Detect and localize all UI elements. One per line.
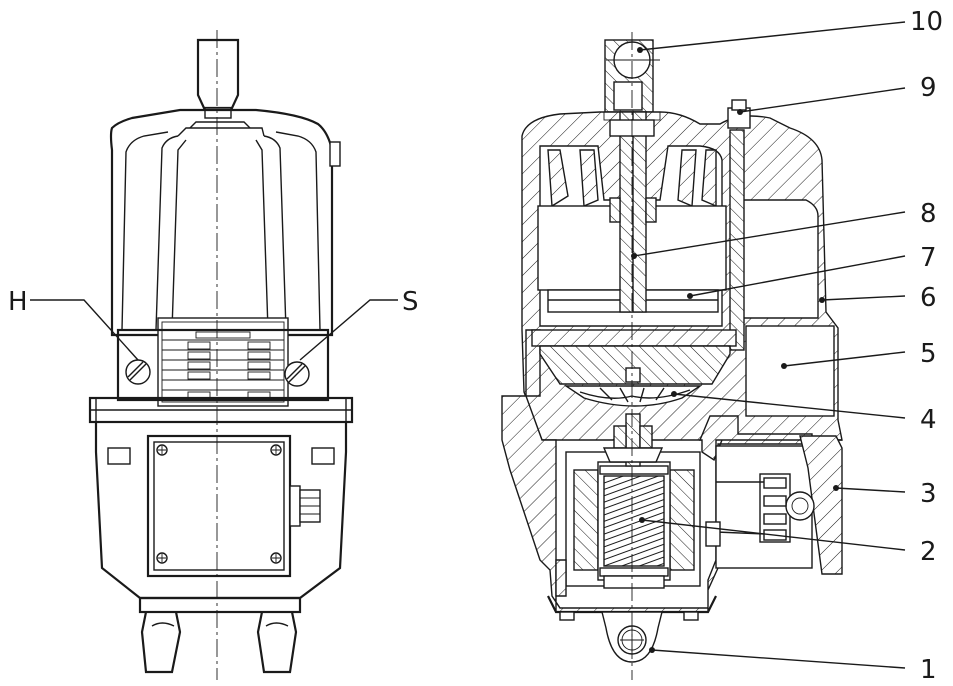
screw-s-icon bbox=[284, 361, 310, 387]
label-h: H bbox=[8, 287, 28, 317]
nameplate-lines bbox=[162, 331, 284, 400]
callout-6: 6 bbox=[920, 283, 937, 313]
section-view: 10 9 8 7 6 5 4 3 2 1 bbox=[501, 7, 943, 685]
callout-9: 9 bbox=[920, 73, 937, 103]
callout-8: 8 bbox=[920, 199, 937, 229]
label-s: S bbox=[402, 287, 419, 317]
callout-7: 7 bbox=[920, 243, 937, 273]
callout-1: 1 bbox=[920, 655, 937, 685]
callout-leaders bbox=[631, 21, 906, 669]
callout-10: 10 bbox=[910, 7, 943, 37]
screw-h-icon bbox=[125, 359, 151, 385]
callout-3: 3 bbox=[920, 479, 937, 509]
front-view: H S bbox=[8, 30, 419, 680]
callout-5: 5 bbox=[920, 339, 937, 369]
callout-2: 2 bbox=[920, 537, 937, 567]
callout-4: 4 bbox=[920, 405, 937, 435]
